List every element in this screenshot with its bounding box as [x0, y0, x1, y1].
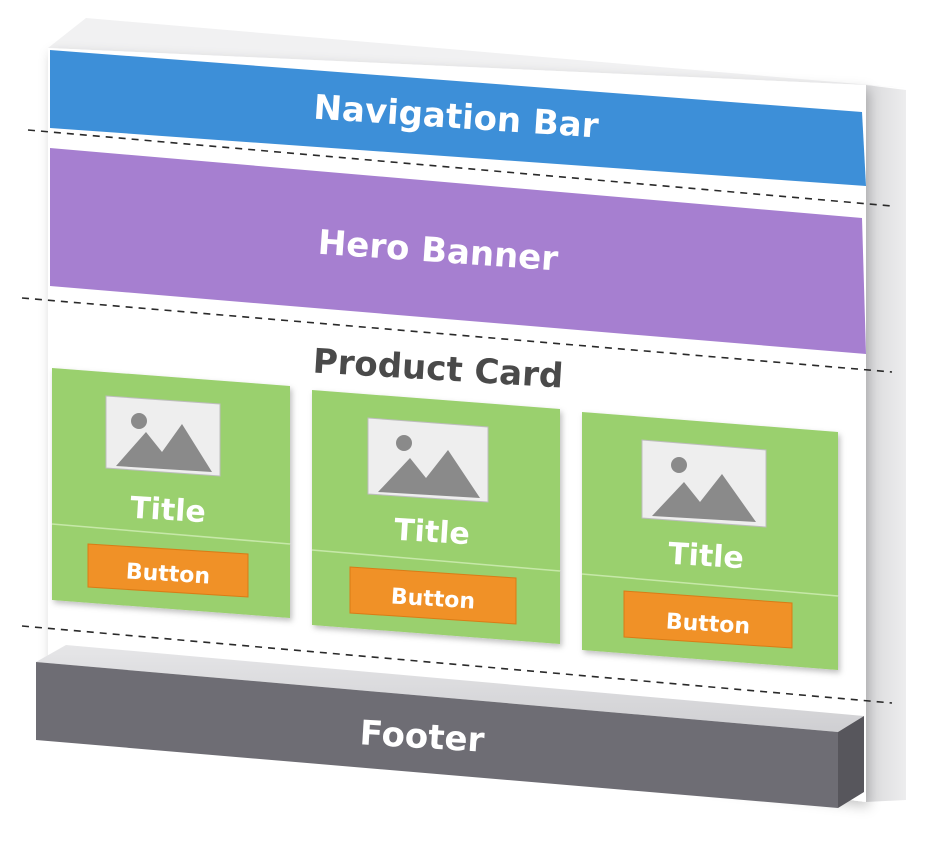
- hero-banner-block: [50, 148, 866, 354]
- footer-section: Footer: [36, 645, 864, 808]
- card-title: Title: [393, 513, 471, 553]
- card-button[interactable]: Button: [87, 543, 249, 598]
- footer-side-face: [838, 716, 864, 808]
- footer-top-face: [36, 645, 864, 732]
- image-sun-icon: [396, 435, 412, 451]
- card-button-shape[interactable]: [623, 590, 793, 649]
- image-sun-icon: [671, 457, 687, 473]
- card-button-shape[interactable]: [349, 566, 517, 625]
- divider-line: [21, 625, 893, 704]
- card-button-shape[interactable]: [87, 543, 249, 598]
- card-button[interactable]: Button: [623, 590, 793, 649]
- navigation-bar-block: [50, 50, 866, 186]
- card-image: [105, 395, 221, 477]
- card-button-label[interactable]: Button: [125, 559, 211, 589]
- card-button-label[interactable]: Button: [390, 584, 476, 614]
- card-button[interactable]: Button: [349, 566, 517, 625]
- card-title: Title: [129, 491, 207, 531]
- image-placeholder-icon: [652, 474, 756, 522]
- navigation-bar-section: Navigation Bar: [50, 50, 866, 186]
- image-placeholder-icon: [378, 450, 480, 498]
- card-image: [641, 439, 767, 528]
- hero-banner-section: Hero Banner: [50, 148, 866, 354]
- image-sun-icon: [131, 413, 147, 429]
- image-placeholder-icon: [116, 424, 212, 472]
- card-title: Title: [667, 537, 745, 577]
- divider-line: [21, 297, 893, 373]
- footer-block: [36, 662, 838, 808]
- divider-line: [27, 129, 893, 207]
- footer-label: Footer: [359, 713, 486, 761]
- section-dividers: [21, 129, 893, 704]
- card-image: [367, 417, 489, 503]
- card-button-label[interactable]: Button: [665, 609, 751, 639]
